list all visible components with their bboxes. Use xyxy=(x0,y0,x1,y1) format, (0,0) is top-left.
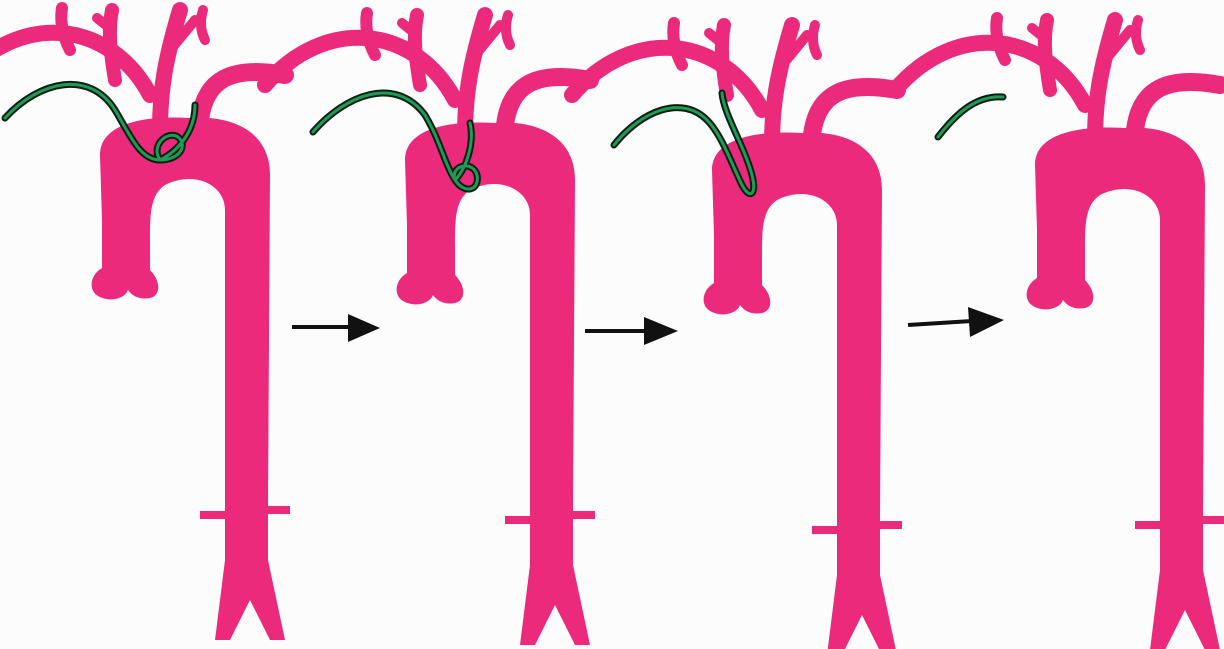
right-arrow-icon xyxy=(292,314,380,342)
aorta-shape xyxy=(572,23,902,649)
aorta-panel-4 xyxy=(895,18,1224,649)
aorta-panel-1 xyxy=(0,8,290,640)
right-arrow-icon xyxy=(908,307,1004,337)
aorta-panel-3 xyxy=(572,23,902,649)
aorta-shape xyxy=(0,8,290,640)
aorta-shape xyxy=(895,18,1224,649)
guide-wire xyxy=(938,97,1003,137)
right-arrow-icon xyxy=(585,317,678,345)
